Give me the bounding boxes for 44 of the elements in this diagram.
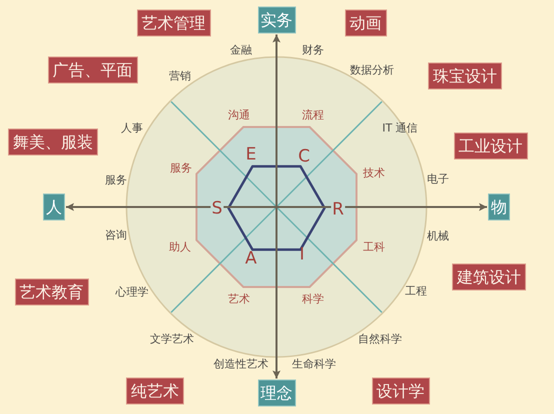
field-label: 创造性艺术 — [214, 358, 268, 370]
category-tag: 艺术管理 — [136, 10, 210, 36]
category-tag: 设计学 — [372, 378, 430, 404]
field-label: IT 通信 — [382, 122, 418, 134]
axis-label: 物 — [488, 194, 510, 220]
field-label: 咨询 — [105, 228, 127, 242]
field-label: 自然科学 — [358, 332, 402, 346]
field-label: 财务 — [302, 44, 324, 56]
field-label: 文学艺术 — [150, 332, 194, 346]
sector-label: 技术 — [363, 166, 385, 180]
category-tag: 舞美、服装 — [8, 128, 98, 155]
field-label: 心理学 — [116, 286, 148, 298]
axis-arrow — [272, 34, 280, 378]
field-label: 数据分析 — [350, 64, 394, 76]
category-tag: 动画 — [344, 10, 386, 36]
axis-label: 实务 — [258, 6, 296, 34]
field-label: 服务 — [105, 174, 127, 186]
vertex-letter: I — [300, 246, 304, 264]
vertex-letter: A — [245, 250, 257, 268]
vertex-letter: E — [246, 146, 256, 164]
sector-label: 流程 — [302, 108, 324, 122]
sector-label: 服务 — [170, 162, 192, 174]
axis-arrow — [66, 203, 487, 211]
sector-label: 科学 — [302, 292, 324, 306]
field-label: 电子 — [427, 172, 449, 186]
sector-label: 艺术 — [228, 292, 250, 306]
field-label: 营销 — [169, 70, 191, 82]
axis-label: 理念 — [258, 380, 296, 406]
category-tag: 建筑设计 — [452, 264, 526, 290]
field-label: 机械 — [427, 230, 449, 242]
category-tag: 广告、平面 — [48, 56, 138, 84]
field-label: 生命科学 — [292, 358, 336, 370]
sector-label: 助人 — [169, 240, 191, 254]
sector-label: 沟通 — [228, 108, 250, 122]
sector-label: 工科 — [363, 240, 385, 254]
axis-label: 人 — [43, 194, 65, 220]
field-label: 工程 — [405, 284, 427, 298]
category-tag: 艺术教育 — [14, 278, 88, 305]
field-label: 人事 — [121, 122, 143, 134]
vertex-letter: C — [298, 148, 310, 166]
category-tag: 纯艺术 — [126, 378, 184, 404]
field-label: 金融 — [230, 44, 252, 56]
category-tag: 珠宝设计 — [428, 62, 502, 89]
category-tag: 工业设计 — [454, 132, 528, 159]
